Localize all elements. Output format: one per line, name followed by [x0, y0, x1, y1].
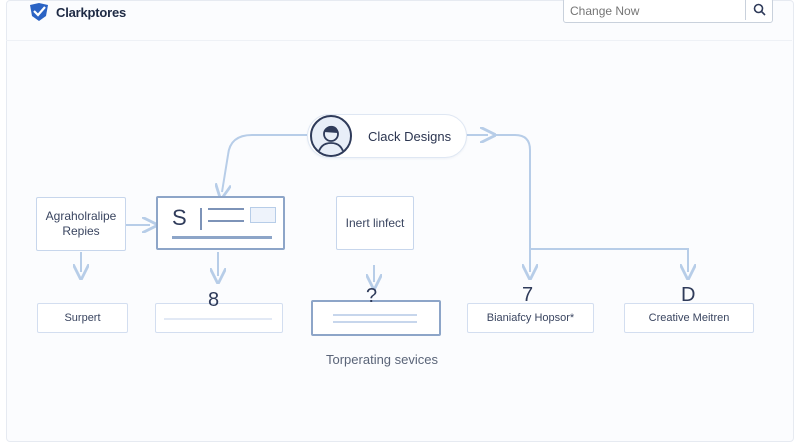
node-label: Clack Designs — [368, 128, 452, 144]
brand-name: Clarkptores — [56, 4, 127, 20]
checkmark-shield-icon — [30, 3, 48, 21]
brand-logo[interactable]: Clarkptores — [28, 2, 126, 22]
search-bar — [563, 0, 773, 23]
node-bottom-5[interactable]: Creative Meitren — [624, 303, 754, 333]
node-bottom-2[interactable] — [155, 303, 283, 333]
search-input[interactable] — [564, 0, 752, 21]
node-label: Creative Meitren — [648, 312, 730, 324]
card-line — [208, 208, 244, 210]
node-left[interactable]: Agraholralipe Repies — [36, 197, 126, 251]
user-avatar-icon — [317, 125, 345, 155]
search-button[interactable] — [745, 0, 772, 20]
card-line — [172, 236, 272, 239]
card-letter: S — [172, 205, 187, 230]
node-bottom-1[interactable]: Surpert — [37, 303, 128, 333]
card-line — [208, 220, 244, 222]
node-label: Surpert — [64, 312, 101, 324]
diagram-caption: Torperating sevices — [326, 352, 438, 367]
card-divider — [200, 208, 202, 230]
node-clack-designs[interactable]: Clack Designs — [307, 114, 467, 158]
node-center-card[interactable]: S — [156, 196, 285, 250]
node-bottom-3[interactable] — [311, 300, 441, 336]
node-bottom-4[interactable]: Bianiafcy Hopsor* — [467, 303, 594, 333]
node-label: Agraholralipe Repies — [45, 209, 117, 238]
node-label: Inert linfect — [345, 215, 405, 230]
card-line — [164, 318, 272, 320]
flag-glyph: 7 — [522, 284, 534, 306]
card-thumbnail — [250, 207, 276, 223]
question-glyph: ? — [366, 285, 378, 307]
avatar — [310, 115, 352, 157]
card-line — [333, 321, 417, 323]
letter-glyph: D — [681, 284, 696, 306]
header-divider — [6, 40, 792, 41]
search-icon — [753, 3, 766, 16]
number-glyph: 8 — [208, 289, 220, 311]
node-label: Bianiafcy Hopsor* — [486, 312, 575, 324]
node-middle[interactable]: Inert linfect — [336, 196, 414, 250]
card-line — [333, 314, 417, 316]
